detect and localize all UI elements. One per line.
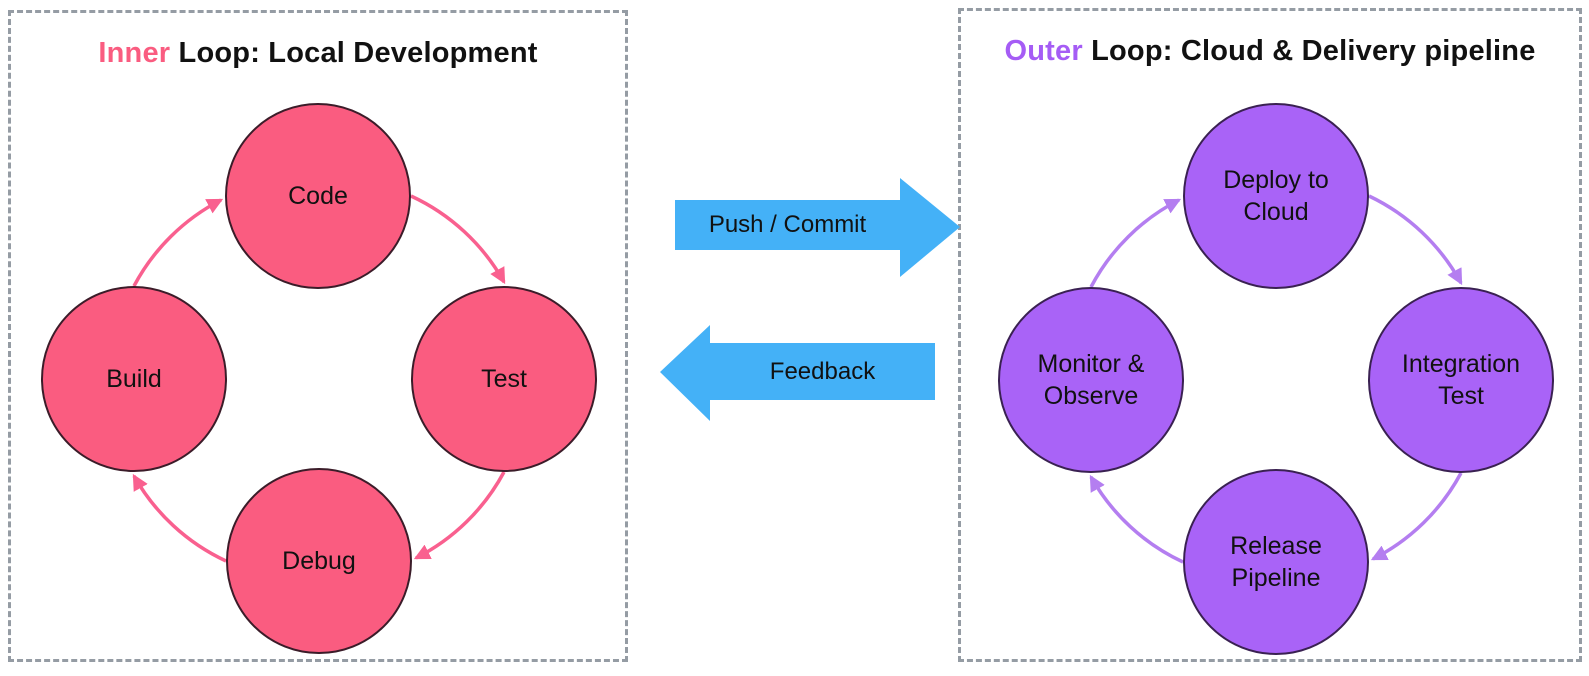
outer-loop-title-rest: Loop: Cloud & Delivery pipeline xyxy=(1082,35,1536,67)
node-code-label: Code xyxy=(288,182,348,210)
inner-loop-title: Inner Loop: Local Development xyxy=(11,37,625,70)
node-deploy-to-cloud: Deploy to Cloud xyxy=(1183,103,1369,289)
node-monitor-observe: Monitor & Observe xyxy=(998,287,1184,473)
outer-loop-title-highlight: Outer xyxy=(1004,35,1083,67)
node-integration-test-label: Integration Test xyxy=(1401,350,1521,410)
node-release-pipeline: Release Pipeline xyxy=(1183,469,1369,655)
inner-loop-title-highlight: Inner xyxy=(98,37,171,69)
node-test-label: Test xyxy=(481,365,527,393)
node-debug-label: Debug xyxy=(282,547,356,575)
outer-loop-title: Outer Loop: Cloud & Delivery pipeline xyxy=(961,35,1579,68)
node-integration-test: Integration Test xyxy=(1368,287,1554,473)
node-code: Code xyxy=(225,103,411,289)
node-monitor-observe-label: Monitor & Observe xyxy=(1037,350,1145,410)
node-build-label: Build xyxy=(106,365,162,393)
feedback-label: Feedback xyxy=(769,357,876,385)
push-commit-label: Push / Commit xyxy=(708,211,867,238)
node-release-pipeline-label: Release Pipeline xyxy=(1230,532,1322,592)
node-deploy-to-cloud-label: Deploy to Cloud xyxy=(1223,166,1329,226)
node-test: Test xyxy=(411,286,597,472)
node-debug: Debug xyxy=(226,468,412,654)
node-build: Build xyxy=(41,286,227,472)
inner-loop-title-rest: Loop: Local Development xyxy=(170,37,538,69)
